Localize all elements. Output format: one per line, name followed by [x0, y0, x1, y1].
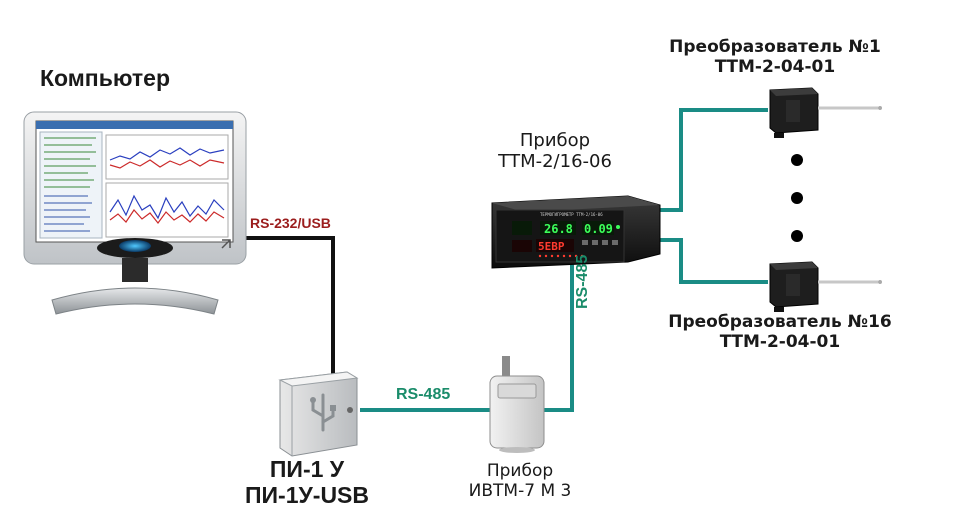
display-top-value: 26.8	[544, 222, 573, 236]
pi-label: ПИ-1 У ПИ-1У-USB	[222, 456, 392, 509]
device-label-line2: ТТМ-2/16-06	[498, 150, 612, 172]
humidity-transmitter-icon	[489, 356, 545, 453]
computer-label-text: Компьютер	[40, 65, 171, 91]
sensor-probe-icon	[769, 261, 882, 312]
ivtm-label: Прибор ИВТМ-7 М 3	[440, 461, 600, 501]
converter16-label: Преобразователь №16 ТТМ-2-04-01	[650, 312, 910, 352]
ivtm-label-line1: Прибор	[486, 461, 554, 481]
computer-label: Компьютер	[40, 65, 240, 91]
display-top-value2: 0.09	[584, 222, 613, 236]
rs232-connection-line	[243, 236, 335, 378]
pi-label-line2: ПИ-1У-USB	[244, 482, 370, 509]
sensor-probe-icon	[769, 87, 882, 138]
converter16-label-line2: ТТМ-2-04-01	[719, 331, 841, 352]
rs232-link-label: RS-232/USB	[250, 215, 331, 231]
monitor-icon	[23, 111, 247, 315]
ivtm-label-line2: ИВТМ-7 М 3	[468, 480, 572, 501]
converter1-label: Преобразователь №1 ТТМ-2-04-01	[650, 37, 900, 77]
ellipsis-dots-icon	[791, 154, 803, 242]
converter-bus-line	[655, 108, 768, 284]
rs485-link-label-horizontal: RS-485	[396, 386, 451, 403]
svg-text:ТЕРМОГИГРОМЕТР ТТМ-2/16-06: ТЕРМОГИГРОМЕТР ТТМ-2/16-06	[540, 212, 603, 217]
rs485-connection-ivtm-device	[543, 262, 574, 412]
pi-label-line1: ПИ-1 У	[269, 456, 345, 482]
rs485-link-label-vertical: RS-485	[574, 254, 591, 309]
converter1-label-line1: Преобразователь №1	[669, 37, 881, 57]
converter1-label-line2: ТТМ-2-04-01	[714, 56, 836, 77]
device-label: Прибор ТТМ-2/16-06	[470, 130, 640, 172]
meter-device-icon: ТЕРМОГИГРОМЕТР ТТМ-2/16-06 26.8 0.09 5EB…	[491, 195, 661, 269]
usb-icon	[278, 371, 359, 457]
converter16-label-line1: Преобразователь №16	[668, 312, 892, 332]
device-label-line1: Прибор	[519, 130, 591, 151]
display-bottom-value: 5EBP	[538, 240, 565, 253]
